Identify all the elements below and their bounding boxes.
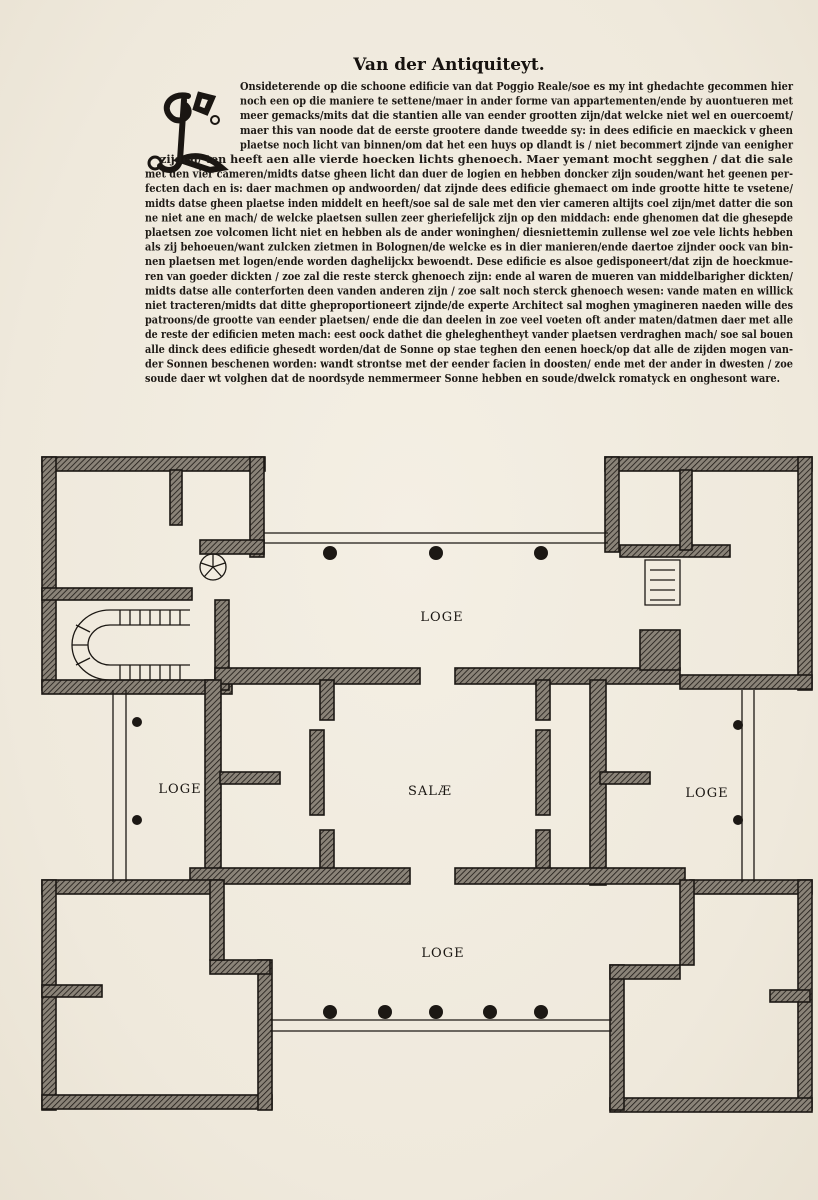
text-line: alle dinck dees edificie ghesedt worden/… <box>145 343 793 356</box>
label-right-loge: LOGE <box>685 786 728 801</box>
wall-segment <box>619 544 731 558</box>
wall-segment <box>199 539 265 555</box>
text-line: midts datse alle conterforten deen vande… <box>145 284 793 297</box>
wall-segment <box>204 679 222 886</box>
wall-segment <box>609 964 681 980</box>
label-bottom-loge: LOGE <box>421 946 464 961</box>
spiral-stair-icon <box>199 553 227 581</box>
column <box>323 1005 337 1019</box>
column <box>534 1005 548 1019</box>
wall-segment <box>535 729 551 816</box>
wall-segment <box>535 679 551 721</box>
wall-segment <box>41 679 233 695</box>
drop-cap-initial <box>147 91 229 174</box>
wall-segment <box>214 667 421 685</box>
column <box>733 815 743 825</box>
column <box>323 546 337 560</box>
text-line: meer gemacks/mits dat die stantien alle … <box>240 109 794 122</box>
column <box>483 1005 497 1019</box>
corner-stair-icon <box>644 559 681 606</box>
wall-segment <box>769 989 811 1003</box>
wall-segment <box>41 456 266 472</box>
wall-segment <box>41 456 57 691</box>
wall-segment <box>639 629 681 671</box>
wall-segment <box>679 674 813 690</box>
plan-columns <box>132 546 743 1019</box>
text-line: ren van goeder dickten / zoe zal die res… <box>145 270 794 283</box>
text-line: als zij behoeuen/want zulcken zietmen in… <box>145 241 793 254</box>
wall-segment <box>609 964 625 1111</box>
text-line: fecten dach en is: daer machmen op andwo… <box>145 182 794 195</box>
text-line: Onsideterende op die schoone edificie va… <box>240 80 793 93</box>
wall-segment <box>604 456 620 553</box>
wall-segment <box>319 829 335 871</box>
wall-segment <box>309 729 325 816</box>
text-line: noch een op die maniere te settene/maer … <box>240 95 794 108</box>
wall-segment <box>535 829 551 871</box>
label-left-loge: LOGE <box>158 782 201 797</box>
wall-segment <box>689 879 813 895</box>
page-title: Van der Antiquiteyt. <box>352 55 544 75</box>
text-line: patroons/de grootte van eender plaetsen/… <box>145 314 793 327</box>
label-top-loge: LOGE <box>420 610 463 625</box>
text-block: Van der Antiquiteyt. Onsideterende op di… <box>145 55 794 385</box>
text-line: ne niet ane en mach/ de welcke plaetsen … <box>145 211 793 224</box>
wall-segment <box>604 456 813 472</box>
plan-walls <box>41 456 813 1113</box>
column <box>429 546 443 560</box>
column <box>733 720 743 730</box>
text-line: der Sonnen beschenen worden: wandt stron… <box>145 357 793 370</box>
wall-segment <box>41 879 223 895</box>
semicircular-stair-icon <box>71 609 190 681</box>
wall-segment <box>319 679 335 721</box>
wall-segment <box>41 984 103 998</box>
wall-segment <box>797 456 813 691</box>
text-line: midts datse gheen plaetse inden middelt … <box>145 197 793 210</box>
text-line: met den vier cameren/midts datse gheen l… <box>145 168 793 181</box>
wall-segment <box>169 469 183 526</box>
column <box>378 1005 392 1019</box>
wall-segment <box>609 1097 813 1113</box>
text-line: zijden/ ten heeft aen alle vierde hoecke… <box>160 153 793 166</box>
text-line: soude daer wt volghen dat de noordsyde n… <box>145 372 780 385</box>
wall-segment <box>257 959 273 1111</box>
colonnade-lines <box>112 532 755 1032</box>
wall-segment <box>599 771 651 785</box>
wall-segment <box>679 879 695 966</box>
wall-segment <box>41 1094 273 1110</box>
wall-segment <box>209 879 225 961</box>
label-sala: SALÆ <box>408 784 452 799</box>
text-line: niet tracteren/midts dat ditte ghepropor… <box>145 299 793 312</box>
text-line: maer this van noode dat de eerste groote… <box>240 124 793 137</box>
column <box>132 717 142 727</box>
column <box>132 815 142 825</box>
wall-segment <box>41 587 193 601</box>
wall-segment <box>454 867 686 885</box>
column <box>429 1005 443 1019</box>
text-line: nen plaetsen met logen/ende worden daghe… <box>145 255 793 268</box>
wall-segment <box>219 771 281 785</box>
wall-segment <box>249 456 265 558</box>
column <box>534 546 548 560</box>
text-line: plaetsen zoe volcomen licht niet en hebb… <box>145 226 793 239</box>
text-line: de reste der edificien meten mach: eest … <box>145 328 793 341</box>
wall-segment <box>679 469 693 551</box>
wall-segment <box>209 959 271 975</box>
text-line: plaetse noch licht van binnen/om dat het… <box>240 138 793 151</box>
wall-segment <box>189 867 411 885</box>
